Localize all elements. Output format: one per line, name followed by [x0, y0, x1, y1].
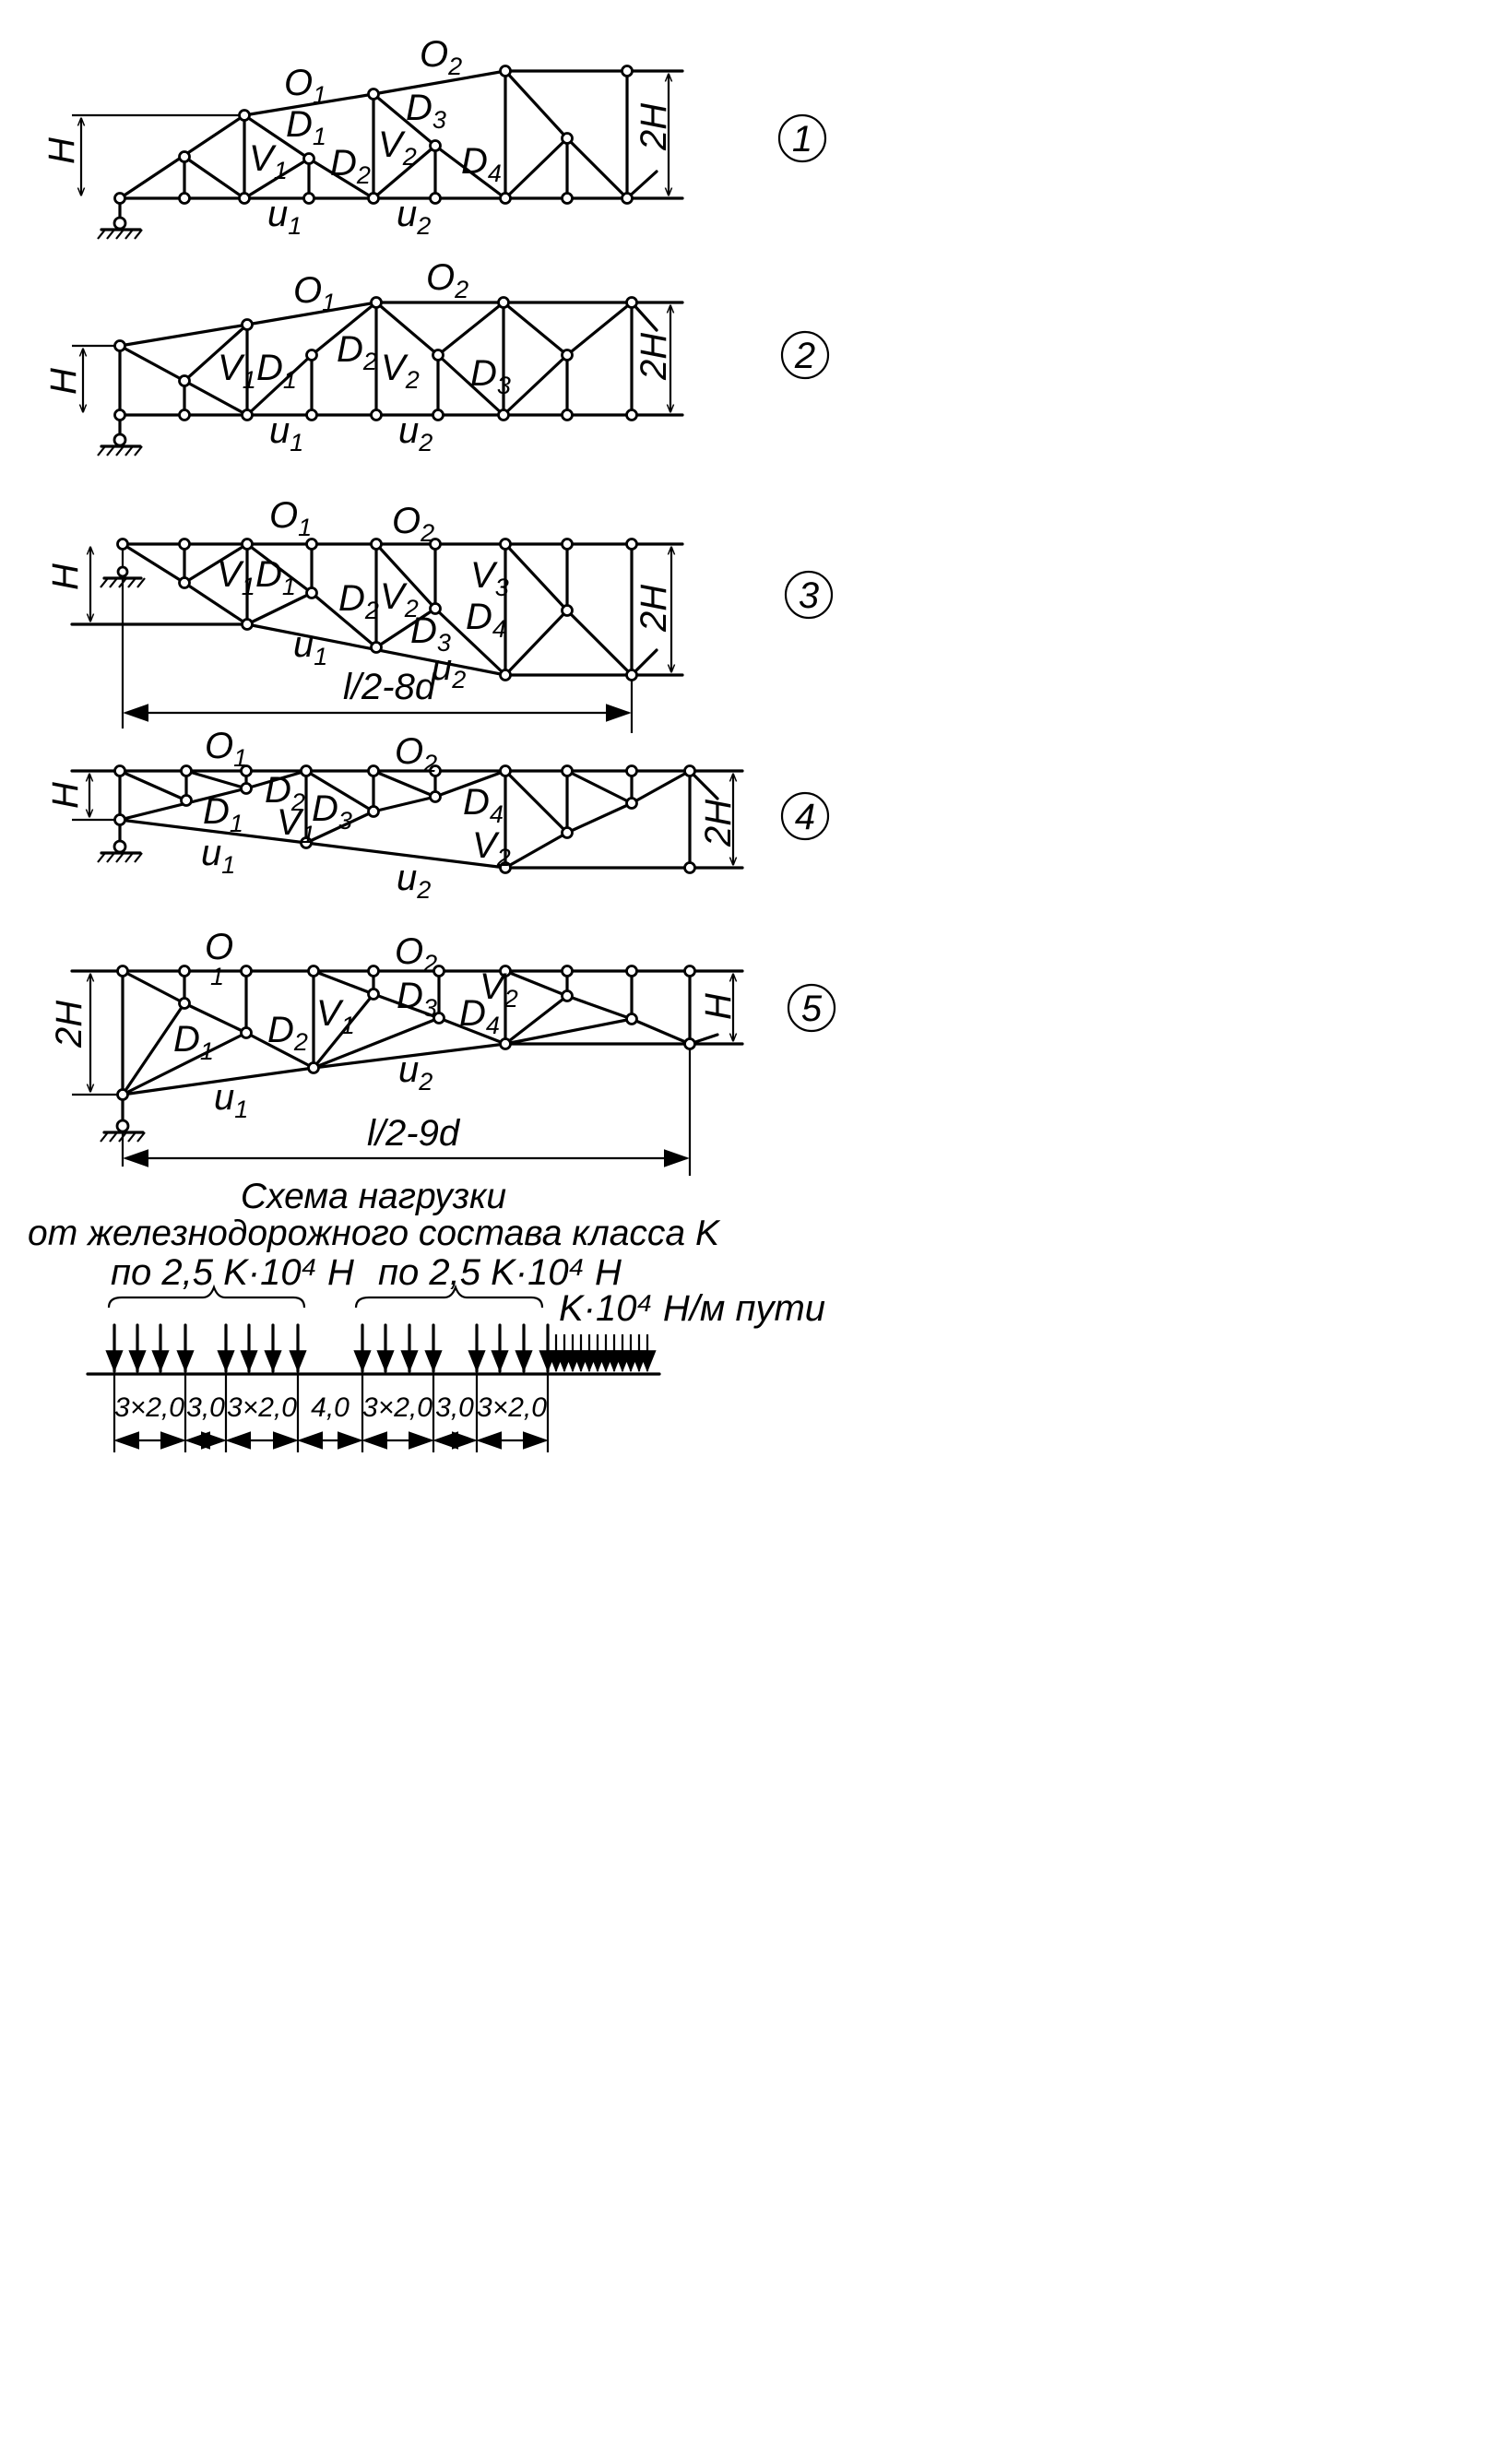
member-label-d3: D3 — [406, 88, 446, 134]
axle-load-arrows — [105, 1323, 557, 1373]
load-title-line-1: Схема нагрузки — [241, 1177, 506, 1216]
member-label-v1: V1 — [316, 993, 355, 1039]
height-label-h: H — [41, 137, 82, 164]
height-label-h: H — [698, 993, 739, 1020]
height-label-2h: 2H — [634, 585, 674, 633]
dimension-label: 3×2,0 — [227, 1392, 297, 1423]
scheme-number: 1 — [792, 119, 812, 160]
member-label-d3: D3 — [470, 353, 511, 399]
dimension-label: 4,0 — [311, 1392, 350, 1423]
span-label: l/2-9d — [367, 1113, 461, 1154]
member-label-v1: V1 — [277, 802, 315, 848]
member-label-o2: O2 — [420, 34, 462, 80]
truss-scheme-4: H 2H O1 O2 D1 D2 D3 D4 V1 V2 u1 u2 4 — [45, 726, 830, 904]
member-label-d1: D1 — [255, 554, 296, 600]
scheme-number: 5 — [801, 989, 823, 1029]
member-label-d3: D3 — [410, 610, 451, 657]
member-label-u1: u1 — [269, 410, 303, 456]
member-label-u2: u2 — [398, 410, 433, 456]
truss-scheme-3: H 2H O1 O2 D1 D2 D3 D4 V1 V2 V3 u1 u2 l/… — [45, 495, 834, 733]
member-label-u1: u1 — [293, 624, 327, 670]
member-label-v2: V2 — [381, 348, 420, 394]
member-label-d4: D4 — [466, 597, 506, 643]
member-label-v3: V3 — [470, 555, 509, 601]
scheme-number-circle — [777, 113, 827, 163]
member-label-u1: u1 — [267, 194, 302, 240]
load-title-line-2: от железнодорожного состава класса K — [28, 1214, 721, 1253]
scheme-number: 3 — [799, 575, 819, 616]
height-label-2h: 2H — [634, 103, 674, 151]
load-scheme: Схема нагрузки от железнодорожного соста… — [28, 1177, 825, 1452]
member-label-d1: D1 — [203, 791, 243, 837]
member-label-d4: D4 — [463, 782, 504, 828]
member-label-v1: V1 — [217, 554, 255, 600]
member-label-v1: V1 — [249, 138, 288, 184]
load-group-right-label: по 2,5 K·10⁴ H — [378, 1252, 622, 1293]
dimension-label: 3×2,0 — [114, 1392, 184, 1423]
scheme-number-circle — [787, 983, 836, 1033]
height-label-h: H — [45, 782, 86, 809]
member-label-o1: O1 — [284, 63, 326, 109]
truss-scheme-1: H 2H O1 O2 D1 D2 D3 D4 V1 V2 u1 u2 1 — [41, 34, 827, 240]
span-label: l/2-8d — [343, 667, 437, 707]
member-label-d2: D2 — [267, 1010, 308, 1056]
height-label-2h: 2H — [49, 1001, 89, 1048]
group-brace-right — [354, 1284, 544, 1309]
member-label-d2: D2 — [265, 770, 305, 816]
member-label-u1: u1 — [214, 1077, 248, 1123]
scheme-number-circle — [780, 330, 830, 380]
member-label-v1: V1 — [218, 348, 256, 394]
member-label-d2: D2 — [338, 578, 379, 624]
dimension-label: 3×2,0 — [362, 1392, 433, 1423]
member-label-d2: D2 — [330, 143, 371, 189]
member-label-d1: D1 — [173, 1019, 214, 1065]
dimension-label: 3,0 — [186, 1392, 225, 1423]
scheme-number: 2 — [794, 336, 815, 376]
height-label-h: H — [43, 368, 84, 395]
load-group-left-label: по 2,5 K·10⁴ H — [111, 1252, 354, 1293]
scheme-number-circle — [784, 570, 834, 620]
member-label-o2: O2 — [426, 257, 468, 303]
truss-scheme-2: H 2H O1 O2 D1 D2 D3 V1 V2 u1 u2 2 — [43, 257, 830, 456]
member-label-o2: O2 — [395, 931, 437, 977]
member-label-d3: D3 — [397, 976, 437, 1022]
member-label-v2: V2 — [472, 825, 511, 871]
height-label-2h: 2H — [698, 800, 739, 847]
member-label-o2: O2 — [395, 731, 437, 777]
scheme-number: 4 — [795, 797, 815, 837]
member-label-o1: O1 — [205, 726, 247, 772]
member-label-d2: D2 — [337, 329, 377, 375]
member-label-u2: u2 — [432, 647, 466, 693]
member-label-d1: D1 — [256, 348, 297, 394]
dimension-label: 3,0 — [435, 1392, 474, 1423]
member-label-v2: V2 — [380, 576, 419, 622]
member-label-d1: D1 — [286, 104, 326, 150]
member-label-d4: D4 — [461, 141, 502, 187]
member-label-u2: u2 — [397, 858, 431, 904]
member-label-o1: O1 — [269, 495, 312, 541]
member-label-v2: V2 — [480, 966, 518, 1013]
height-label-h: H — [45, 563, 86, 590]
dimension-label: 3×2,0 — [477, 1392, 547, 1423]
scheme-number-circle — [780, 791, 830, 841]
group-brace-left — [107, 1284, 306, 1309]
distributed-load-label: K·10⁴ H/м пути — [559, 1288, 825, 1329]
member-label-d4: D4 — [459, 993, 500, 1039]
height-label-2h: 2H — [634, 333, 674, 381]
member-label-u2: u2 — [397, 194, 431, 240]
member-label-o2: O2 — [392, 501, 434, 547]
member-label-u1: u1 — [201, 833, 235, 879]
distributed-load-arrows — [547, 1334, 657, 1373]
member-label-u2: u2 — [398, 1049, 433, 1096]
member-label-o1: O1 — [293, 270, 336, 316]
member-label-v2: V2 — [378, 124, 417, 171]
member-label-d3: D3 — [312, 788, 352, 835]
